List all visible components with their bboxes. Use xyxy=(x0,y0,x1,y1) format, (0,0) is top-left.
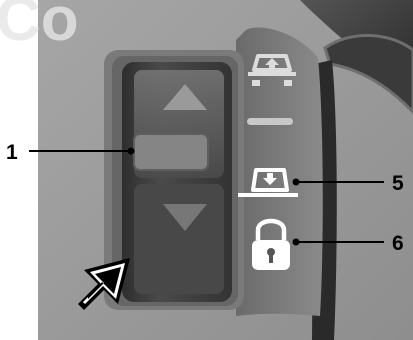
indicator-bar-icon xyxy=(247,118,293,125)
rocker-lower-face[interactable] xyxy=(134,184,224,294)
rocker-ridge xyxy=(134,134,208,170)
watermark-text: Co xyxy=(0,0,79,54)
leader-dot-6 xyxy=(293,239,300,246)
callout-number-5: 5 xyxy=(392,172,404,195)
callout-number-6: 6 xyxy=(392,232,404,255)
leader-dot-5 xyxy=(293,179,300,186)
callout-number-1: 1 xyxy=(6,141,18,164)
leader-dot-1 xyxy=(128,148,135,155)
